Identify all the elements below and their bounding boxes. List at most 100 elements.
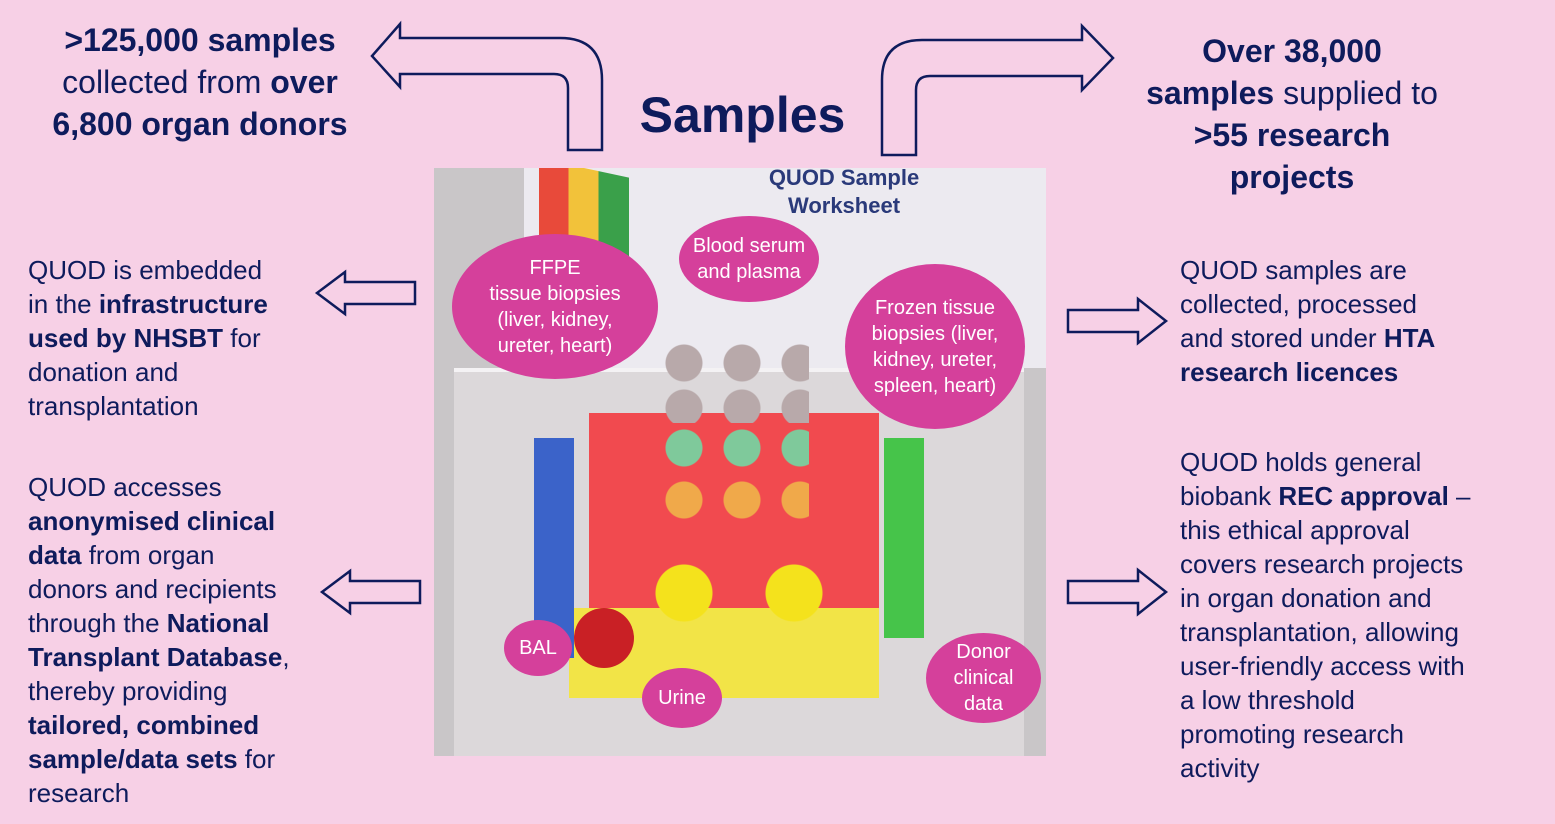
bold-text: Over 38,000 — [1202, 33, 1382, 69]
text-line: QUOD accesses — [28, 470, 290, 504]
text-line: research — [28, 776, 290, 810]
bold-text: used by NHSBT — [28, 323, 224, 353]
text: activity — [1180, 753, 1260, 783]
text-line: in organ donation and — [1180, 581, 1471, 615]
text: in the — [28, 289, 99, 319]
bold-text: anonymised clinical — [28, 506, 276, 536]
green-rack — [884, 438, 924, 638]
text-line: QUOD samples are — [1180, 253, 1435, 287]
text-line: Over 38,000 — [1112, 30, 1472, 72]
bubble-frozen: Frozen tissue biopsies (liver, kidney, u… — [845, 264, 1025, 429]
text: QUOD holds general — [1180, 447, 1422, 477]
bubble-blood: Blood serum and plasma — [679, 216, 819, 302]
text-line: QUOD is embedded — [28, 253, 268, 287]
sample-box-photo: QUOD Sample Worksheet FFPE tissue biopsi… — [434, 168, 1046, 756]
text-line: in the infrastructure — [28, 287, 268, 321]
arrow-right-icon-2 — [1066, 567, 1169, 617]
bold-text: research licences — [1180, 357, 1399, 387]
text: transplantation — [28, 391, 199, 421]
bold-text: projects — [1229, 159, 1355, 195]
arrow-left-icon-1 — [314, 269, 417, 317]
text: transplantation, allowing — [1180, 617, 1459, 647]
text: in organ donation and — [1180, 583, 1432, 613]
arrow-right-icon-1 — [1066, 296, 1169, 346]
bubble-donor: Donor clinical data — [926, 633, 1041, 723]
text-line: and stored under HTA — [1180, 321, 1435, 355]
bold-text: over — [270, 64, 338, 100]
text-line: user-friendly access with — [1180, 649, 1471, 683]
text: this ethical approval — [1180, 515, 1410, 545]
text-line: collected from over — [20, 61, 380, 103]
tubes-orange — [659, 478, 809, 523]
text: QUOD samples are — [1180, 255, 1407, 285]
text: promoting research — [1180, 719, 1404, 749]
text: covers research projects — [1180, 549, 1464, 579]
text-line: >125,000 samples — [20, 19, 380, 61]
text: donation and — [28, 357, 179, 387]
text-line: 6,800 organ donors — [20, 103, 380, 145]
bold-text: infrastructure — [98, 289, 268, 319]
bold-text: >55 research — [1193, 117, 1391, 153]
text: collected, processed — [1180, 289, 1418, 319]
text-line: projects — [1112, 156, 1472, 198]
text-line: research licences — [1180, 355, 1435, 389]
text: biobank — [1180, 481, 1279, 511]
text: supplied to — [1274, 75, 1438, 111]
bold-text: sample/data sets — [28, 744, 238, 774]
text: for — [237, 744, 276, 774]
text-line: transplantation, allowing — [1180, 615, 1471, 649]
text: thereby providing — [28, 676, 228, 706]
text-line: Transplant Database, — [28, 640, 290, 674]
text-line: data from organ — [28, 538, 290, 572]
text-line: biobank REC approval – — [1180, 479, 1471, 513]
text-line: promoting research — [1180, 717, 1471, 751]
bold-text: >125,000 samples — [64, 22, 336, 58]
text: – — [1448, 481, 1471, 511]
text-line: samples supplied to — [1112, 72, 1472, 114]
text-line: sample/data sets for — [28, 742, 290, 776]
text-line: thereby providing — [28, 674, 290, 708]
bold-text: data — [28, 540, 82, 570]
text: through the — [28, 608, 167, 638]
text-line: activity — [1180, 751, 1471, 785]
text-line: this ethical approval — [1180, 513, 1471, 547]
text: a low threshold — [1180, 685, 1355, 715]
bold-text: 6,800 organ donors — [52, 106, 348, 142]
text-line: tailored, combined — [28, 708, 290, 742]
bold-text: Transplant Database — [28, 642, 283, 672]
tubes-green — [659, 426, 809, 471]
text: user-friendly access with — [1180, 651, 1465, 681]
text: donors and recipients — [28, 574, 277, 604]
bal-tube — [574, 608, 634, 668]
curved-arrow-right-icon — [880, 22, 1115, 157]
bold-text: REC approval — [1278, 481, 1449, 511]
bubble-bal: BAL — [504, 620, 572, 676]
bold-text: samples — [1146, 75, 1275, 111]
text-line: QUOD holds general — [1180, 445, 1471, 479]
text-line: used by NHSBT for — [28, 321, 268, 355]
bold-text: HTA — [1383, 323, 1436, 353]
text-line: >55 research — [1112, 114, 1472, 156]
tubes-grey — [659, 338, 809, 423]
title: Samples — [639, 87, 846, 143]
arrow-left-icon-2 — [319, 568, 422, 616]
text: QUOD accesses — [28, 472, 222, 502]
text: from organ — [81, 540, 215, 570]
bold-text: tailored, combined — [28, 710, 260, 740]
text: QUOD is embedded — [28, 255, 263, 285]
bubble-ffpe: FFPE tissue biopsies (liver, kidney, ure… — [452, 234, 658, 379]
text-line: a low threshold — [1180, 683, 1471, 717]
bold-text: National — [166, 608, 270, 638]
text: research — [28, 778, 130, 808]
curved-arrow-left-icon — [370, 20, 604, 152]
text: and stored under — [1180, 323, 1384, 353]
text: collected from — [62, 64, 271, 100]
text-line: donation and — [28, 355, 268, 389]
